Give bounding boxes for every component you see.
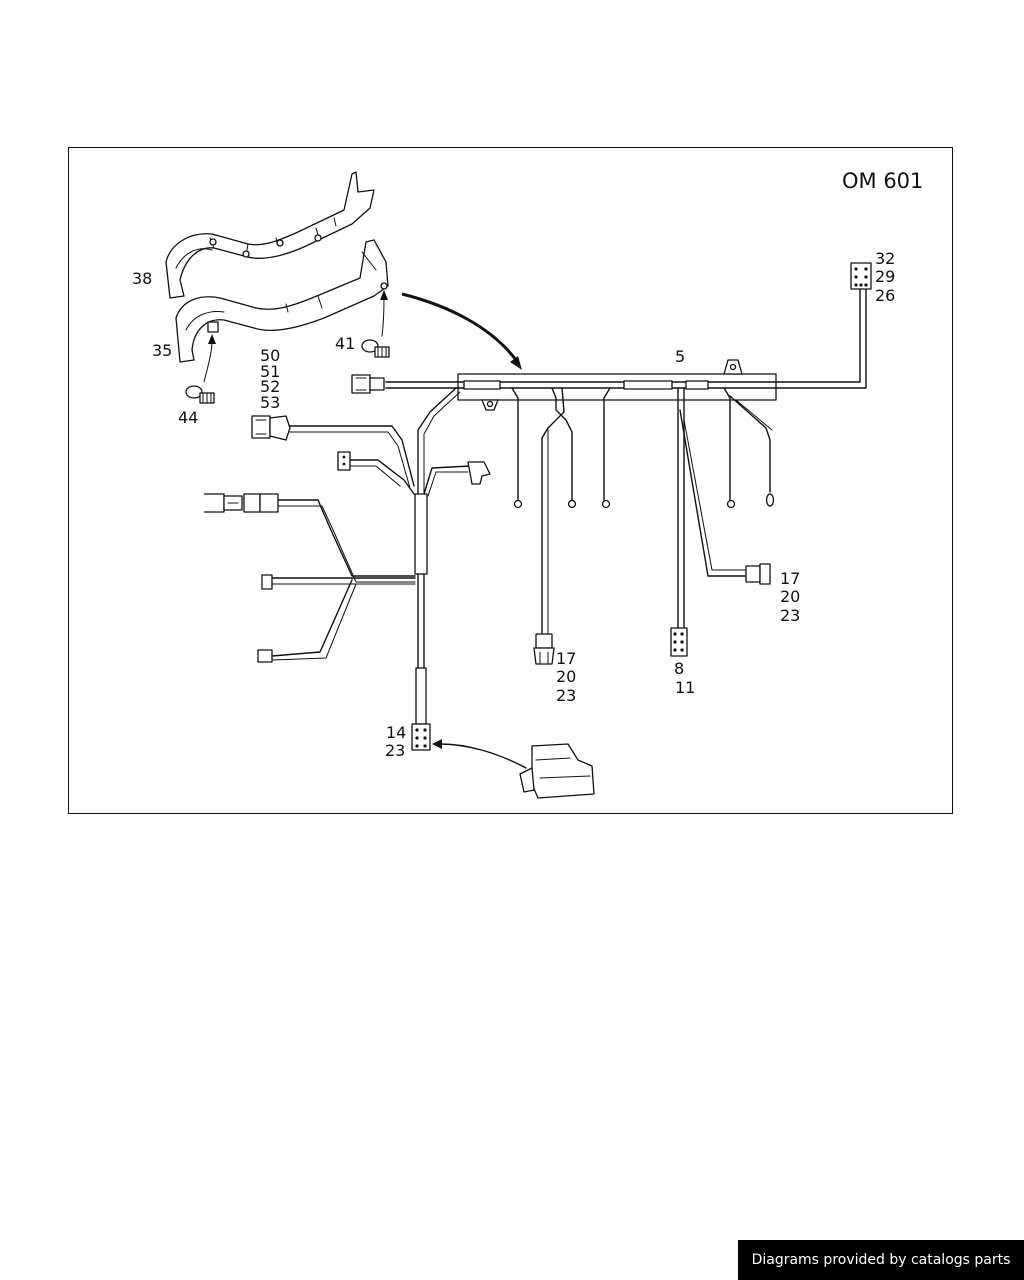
connector-8-11 [670, 627, 688, 657]
credit-banner: Diagrams provided by catalogs parts [738, 1240, 1024, 1280]
label-23-bottom: 23 [385, 741, 405, 760]
main-trunk-wire [385, 289, 861, 383]
label-14: 14 [386, 723, 406, 742]
label-53: 53 [260, 393, 280, 412]
model-label: OM 601 [842, 169, 923, 193]
connector-left-mid [261, 574, 273, 590]
diagram-frame [68, 147, 953, 814]
connector-main-left [351, 374, 385, 394]
bolt-41 [361, 339, 390, 358]
connector-left-upper [204, 493, 279, 513]
connector-50-53 [251, 415, 291, 441]
label-38: 38 [132, 269, 152, 288]
connector-left-lower [257, 649, 273, 663]
label-23-right: 23 [780, 606, 800, 625]
left-harness [271, 387, 471, 725]
connector-14-23 [411, 723, 431, 751]
connector-17-20-23-right [745, 563, 771, 585]
control-module [519, 743, 595, 799]
label-17-right: 17 [780, 569, 800, 588]
label-52: 52 [260, 377, 280, 396]
arrow-41 [381, 297, 385, 337]
label-41: 41 [335, 334, 355, 353]
harness-duct [457, 359, 777, 411]
label-26: 26 [875, 286, 895, 305]
label-44: 44 [178, 408, 198, 427]
cable-cover-upper [165, 171, 375, 299]
connector-small-mid [337, 451, 351, 471]
label-20-right: 20 [780, 587, 800, 606]
label-35: 35 [152, 341, 172, 360]
label-20-lower: 20 [556, 667, 576, 686]
label-51: 51 [260, 362, 280, 381]
bolt-44 [185, 385, 215, 404]
connector-17-20-23-lower [533, 633, 555, 665]
label-23-lower: 23 [556, 686, 576, 705]
sensor-connector [467, 461, 491, 485]
cable-cover-lower [175, 239, 389, 363]
arrow-44 [203, 341, 213, 383]
arrow-to-14-23 [439, 743, 527, 769]
label-32: 32 [875, 249, 895, 268]
label-8: 8 [674, 659, 684, 678]
arrow-to-harness [401, 292, 518, 361]
label-50: 50 [260, 346, 280, 365]
connector-32-29-26 [850, 262, 872, 290]
label-17-lower: 17 [556, 649, 576, 668]
label-29: 29 [875, 267, 895, 286]
label-11: 11 [675, 678, 695, 697]
label-5: 5 [675, 347, 685, 366]
harness-branches [511, 387, 775, 635]
